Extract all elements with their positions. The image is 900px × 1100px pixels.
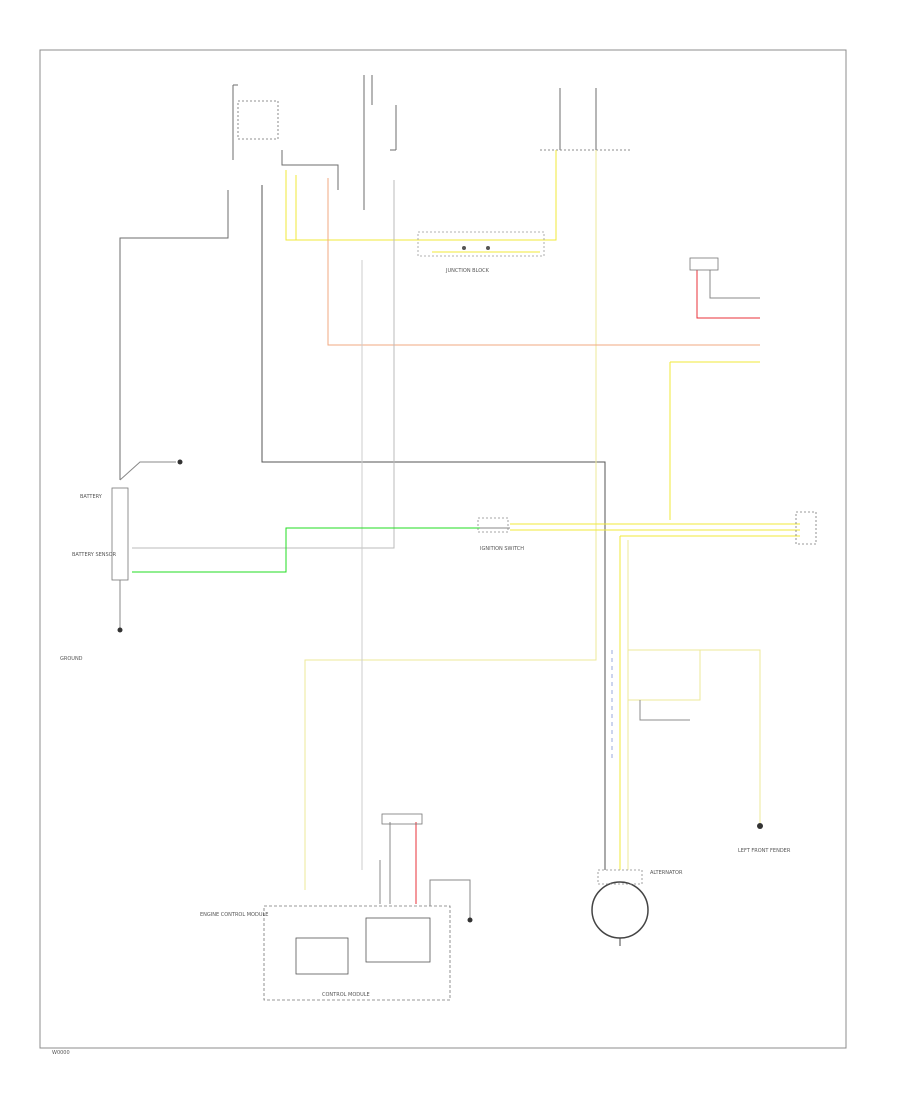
fuse-feed-4	[559, 88, 597, 150]
black-wire-top-right	[709, 270, 760, 299]
battery-positive-terminal	[177, 459, 183, 465]
control-module-box	[263, 905, 451, 1001]
fuse-box-inner	[365, 917, 431, 963]
splice-1	[462, 246, 466, 250]
fender-label: LEFT FRONT FENDER	[738, 848, 791, 854]
battery-relay-box	[237, 100, 279, 140]
ignition-connector	[477, 517, 509, 533]
top-right-connector	[689, 257, 719, 271]
yellow-right-vertical	[669, 361, 760, 520]
green-wire	[132, 527, 480, 573]
right-ground	[757, 823, 763, 829]
loop-connectors	[639, 700, 690, 721]
bottom-connector	[381, 813, 423, 825]
battery-sensor-label: BATTERY SENSOR	[72, 552, 117, 558]
alternator-symbol	[591, 881, 649, 939]
labels: BATTERY BATTERY SENSOR ALTERNATOR CONTRO…	[52, 268, 791, 1056]
module-right-wire	[429, 879, 471, 918]
splice-2	[486, 246, 490, 250]
red-wire-top-right	[696, 270, 760, 319]
fuse-feed-1	[232, 84, 238, 160]
ground-label: GROUND	[60, 656, 83, 662]
main-black-wire	[261, 185, 606, 870]
diagram-frame	[39, 49, 847, 1049]
fuse-feed-3	[390, 105, 397, 151]
battery-sensor-top-wire	[119, 461, 176, 481]
splice-box	[417, 231, 545, 257]
black-wire-bottom	[379, 822, 391, 904]
top-fuse-block	[119, 75, 760, 890]
module-feed-left	[119, 190, 229, 480]
fuse-box-left-wall	[281, 150, 339, 190]
pale-yellow-loop	[628, 649, 761, 825]
battery-sensor-group	[111, 459, 510, 633]
alternator-connector	[597, 869, 643, 885]
engine-control-module-label: ENGINE CONTROL MODULE	[200, 912, 268, 918]
alternator-group	[591, 869, 649, 946]
orange-wire	[327, 178, 760, 346]
alternator-label: ALTERNATOR	[650, 870, 683, 876]
module-sub-box	[295, 937, 349, 975]
battery-label: BATTERY	[80, 494, 103, 500]
figure-id: W0000	[52, 1050, 70, 1056]
right-connector-box	[795, 511, 817, 545]
control-module-group	[263, 813, 473, 1001]
junction-block-label: JUNCTION BLOCK	[445, 268, 490, 274]
ignition-switch-label: IGNITION SWITCH	[480, 546, 524, 552]
battery-ground	[117, 627, 123, 633]
control-module-label: CONTROL MODULE	[322, 992, 370, 998]
yellow-bus-top	[285, 150, 557, 241]
gray-mid-vertical	[132, 180, 395, 549]
right-connectors	[510, 257, 817, 870]
yellow-bundle-3	[619, 535, 800, 870]
module-ground	[467, 917, 473, 923]
battery-sensor-box	[111, 487, 129, 581]
fuse-feed-2	[363, 75, 373, 210]
yellow-pale-long	[304, 150, 597, 890]
